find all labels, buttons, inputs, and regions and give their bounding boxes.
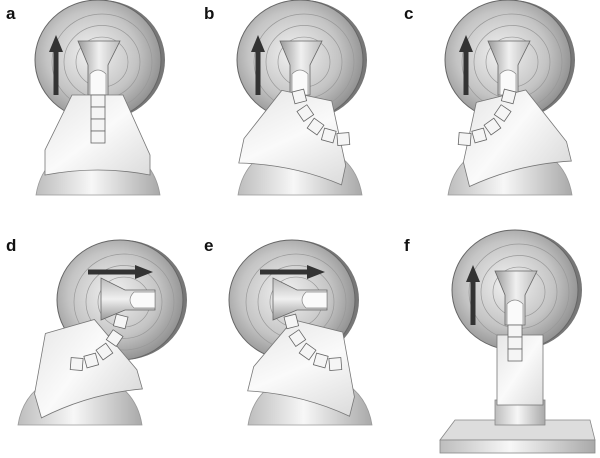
segment: [69, 357, 84, 371]
segment: [291, 88, 308, 105]
panel-c: [444, 0, 575, 196]
arrow-head: [49, 35, 63, 52]
tool-plate: [247, 319, 355, 417]
segment: [296, 104, 315, 122]
tool-plate-group: [463, 89, 572, 188]
cavity-funnel: [100, 277, 156, 321]
cavity-segment: [291, 69, 309, 96]
segment: [471, 127, 488, 144]
cavity: [487, 40, 531, 96]
segment: [90, 106, 106, 120]
segment: [493, 104, 512, 122]
panel-label-f: f: [404, 236, 410, 255]
segment: [507, 336, 523, 350]
segment: [312, 352, 329, 369]
segment: [507, 348, 523, 362]
cavity: [494, 270, 538, 326]
arrow-head: [135, 265, 153, 279]
disc-ring: [85, 265, 163, 339]
segment: [298, 342, 317, 361]
segment: [90, 118, 106, 132]
panel-e: [228, 239, 373, 426]
cavity-segment: [506, 299, 524, 326]
segment: [320, 127, 337, 144]
cavity-segment: [89, 69, 107, 96]
cavity: [272, 277, 328, 321]
panel-d: [17, 239, 187, 426]
segment: [283, 313, 300, 330]
segment: [90, 94, 106, 108]
tool-plate: [34, 319, 143, 419]
base-plate: [439, 439, 596, 454]
panel-b: [236, 0, 367, 196]
segment: [500, 88, 517, 105]
segment: [90, 130, 106, 144]
segment: [306, 117, 325, 136]
segment: [288, 329, 307, 347]
arrow-head: [459, 35, 473, 52]
panel-label-e: e: [204, 236, 214, 255]
arrow-head: [251, 35, 265, 52]
tool-plate-group: [238, 89, 347, 186]
cavity: [77, 40, 121, 96]
cavity-funnel: [494, 270, 538, 326]
panel-label-b: b: [204, 4, 215, 23]
tool-plate-group: [34, 319, 143, 419]
panel-label-a: a: [6, 4, 16, 23]
segment: [112, 313, 129, 330]
segment: [483, 117, 502, 136]
segment: [83, 352, 100, 369]
segment: [105, 329, 124, 347]
disc-ring: [73, 253, 175, 351]
panel-label-d: d: [6, 236, 17, 255]
arrow-head: [466, 265, 480, 282]
arrow-head: [307, 265, 325, 279]
cavity-funnel: [279, 40, 323, 96]
cavity-funnel: [272, 277, 328, 321]
tool-plate: [238, 89, 347, 186]
segment: [328, 357, 343, 371]
panel-label-c: c: [404, 4, 414, 23]
panel-a: [34, 0, 165, 196]
cavity-segment: [499, 69, 517, 96]
segment: [336, 132, 351, 146]
tool-plate-group: [247, 319, 355, 417]
segment: [95, 342, 114, 361]
cavity-segment: [301, 291, 328, 309]
segment: [507, 324, 523, 338]
cavity-segment: [129, 291, 156, 309]
cavity: [100, 277, 156, 321]
cavity: [279, 40, 323, 96]
panel-f: [439, 229, 596, 454]
segment: [457, 132, 472, 146]
tool-plate: [463, 89, 572, 188]
